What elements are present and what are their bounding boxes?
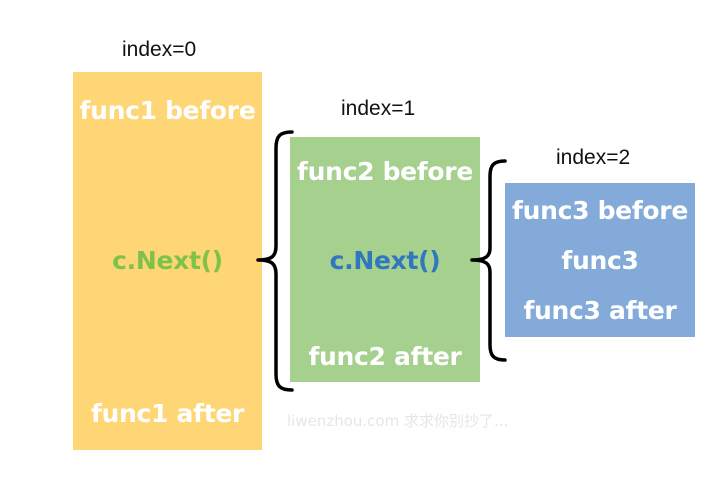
func1-before-label: func1 before xyxy=(79,96,256,125)
brace-to-frame1 xyxy=(256,130,294,392)
func2-after-label: func2 after xyxy=(308,342,462,371)
frame-box-func2 xyxy=(290,137,480,382)
func3-after-label: func3 after xyxy=(523,296,677,325)
frame-box-func1 xyxy=(73,72,262,450)
func3-body-label: func3 xyxy=(561,246,639,275)
func1-next-call: c.Next() xyxy=(112,246,223,275)
func1-after-label: func1 after xyxy=(90,399,245,428)
brace-to-frame2 xyxy=(470,159,507,362)
func2-before-label: func2 before xyxy=(297,157,473,186)
index-label-2: index=2 xyxy=(556,146,631,169)
frame-box-func3 xyxy=(505,183,695,337)
index-label-0: index=0 xyxy=(122,38,197,61)
func3-before-label: func3 before xyxy=(512,196,688,225)
func2-next-call: c.Next() xyxy=(329,246,441,275)
index-label-1: index=1 xyxy=(341,97,416,120)
watermark: liwenzhou.com 求求你别抄了... xyxy=(287,412,509,430)
